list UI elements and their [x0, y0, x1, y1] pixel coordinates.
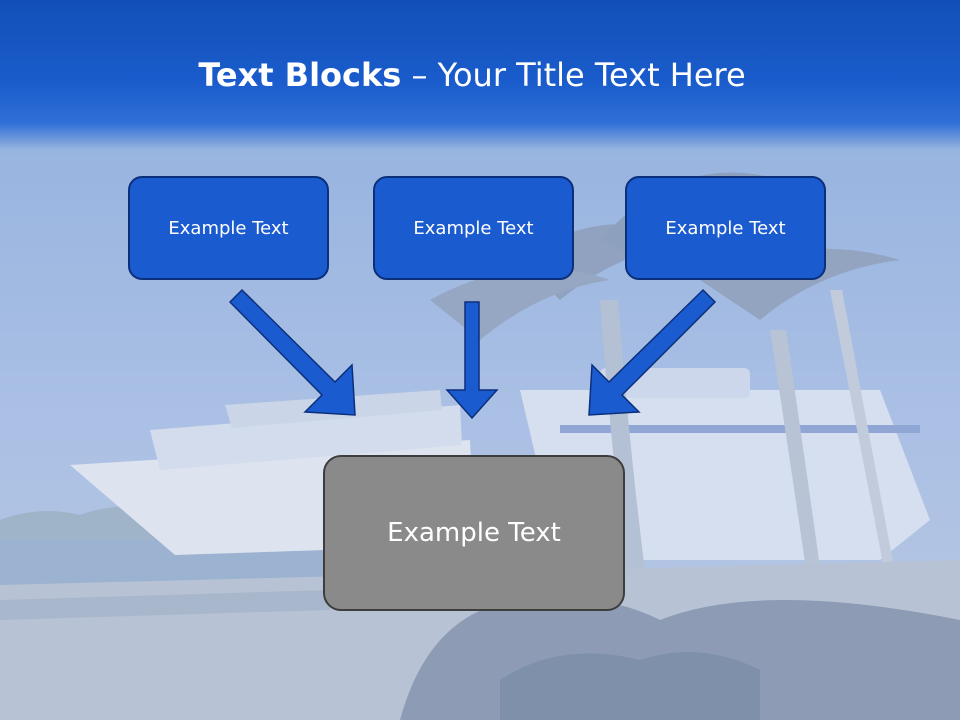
- title-dash: –: [401, 56, 438, 94]
- input-block-1[interactable]: Example Text: [128, 176, 329, 280]
- title-bold-part: Text Blocks: [198, 56, 402, 94]
- slide-title: Text Blocks – Your Title Text Here: [0, 55, 944, 95]
- result-block-label: Example Text: [387, 518, 561, 548]
- input-block-3[interactable]: Example Text: [625, 176, 826, 280]
- title-band: [0, 0, 960, 150]
- title-rest-part: Your Title Text Here: [437, 56, 746, 94]
- input-block-3-label: Example Text: [665, 217, 786, 239]
- input-block-2-label: Example Text: [413, 217, 534, 239]
- input-block-1-label: Example Text: [168, 217, 289, 239]
- result-block[interactable]: Example Text: [323, 455, 625, 611]
- arrow-center-down: [445, 301, 499, 420]
- arrow-left-diagonal: [228, 288, 356, 416]
- input-block-2[interactable]: Example Text: [373, 176, 574, 280]
- arrow-right-diagonal: [588, 288, 717, 416]
